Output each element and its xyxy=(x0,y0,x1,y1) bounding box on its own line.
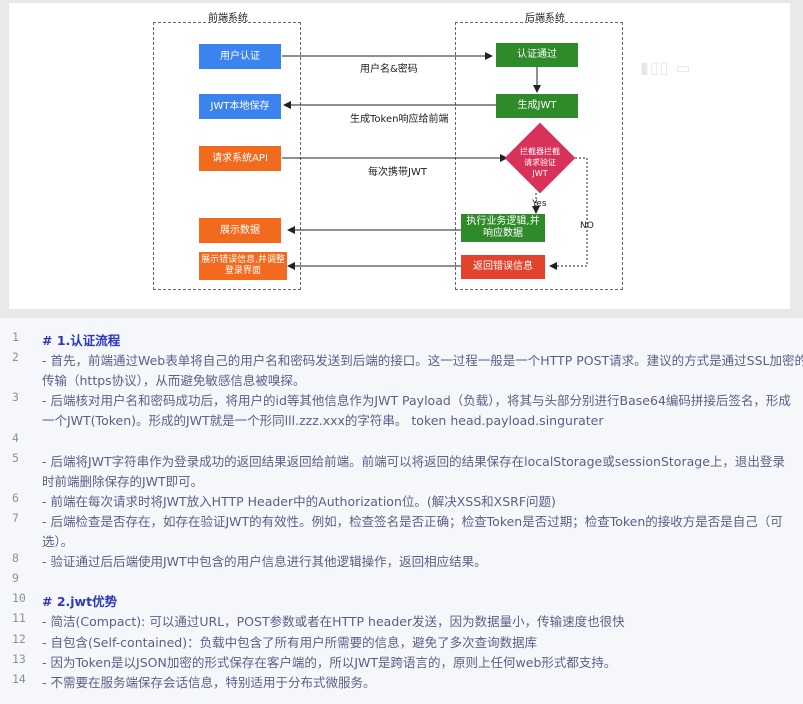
code-line: 传输（https协议），从而避免敏感信息被嗅探。 xyxy=(0,370,803,390)
node-show-data: 展示数据 xyxy=(199,218,281,243)
line-text: # 1.认证流程 xyxy=(42,333,121,348)
line-number: 11 xyxy=(12,611,26,626)
line-text: 一个JWT(Token)。形成的JWT就是一个形同lll.zzz.xxx的字符串… xyxy=(42,413,604,429)
arrow-no xyxy=(549,157,588,270)
node-auth-pass: 认证通过 xyxy=(496,43,578,67)
code-line: 时前端删除保存的JWT即可。 xyxy=(0,471,803,491)
code-line: 一个JWT(Token)。形成的JWT就是一个形同lll.zzz.xxx的字符串… xyxy=(0,410,803,430)
code-line: 5 - 后端将JWT字符串作为登录成功的返回结果返回给前端。前端可以将返回的结果保… xyxy=(0,451,803,471)
line-text: - 前端在每次请求时将JWT放入HTTP Header中的Authorizati… xyxy=(42,493,556,509)
frontend-system-box xyxy=(153,22,301,290)
edge-label-no: NO xyxy=(580,221,594,231)
line-text: - 后端检查是否存在，如存在验证JWT的有效性。例如，检查签名是否正确；检查To… xyxy=(42,513,783,529)
node-interceptor-decision: 拦截器拦截请求验证JWT xyxy=(504,122,576,194)
frontend-system-title: 前端系统 xyxy=(208,13,248,24)
line-text: # 2.jwt优势 xyxy=(42,594,118,610)
line-text: - 不需要在服务端保存会话信息，特别适用于分布式微服务。 xyxy=(42,674,376,690)
code-line: 7 - 后端检查是否存在，如存在验证JWT的有效性。例如，检查签名是否正确；检查T… xyxy=(0,511,803,531)
line-number: 13 xyxy=(12,651,26,666)
line-text: - 首先，前端通过Web表单将自己的用户名和密码发送到后端的接口。这一过程一般是… xyxy=(42,353,803,369)
code-panel: 1 # 1.认证流程 2 - 首先，前端通过Web表单将自己的用户名和密码发送到后端的… xyxy=(0,318,803,704)
line-number: 7 xyxy=(12,510,19,525)
edge-label-username-password: 用户名&密码 xyxy=(360,64,418,75)
code-line: 8 - 验证通过后后端使用JWT中包含的用户信息进行其他逻辑操作，返回相应结果。 xyxy=(0,551,803,571)
line-number: 2 xyxy=(12,350,19,365)
code-line: 14 - 不需要在服务端保存会话信息，特别适用于分布式微服务。 xyxy=(0,672,803,692)
line-number: 9 xyxy=(12,571,19,586)
line-number: 3 xyxy=(12,390,19,405)
line-number: 1 xyxy=(12,330,19,344)
node-user-auth: 用户认证 xyxy=(199,44,281,69)
watermark-mark: ▮▯▯ ▭ xyxy=(640,58,692,77)
node-show-error: 展示错误信息,并调整登录界面 xyxy=(199,252,287,280)
code-line: 13 - 因为Token是以JSON加密的形式保存在客户端的，所以JWT是跨语言的… xyxy=(0,652,803,672)
line-text: 时前端删除保存的JWT即可。 xyxy=(42,473,204,489)
edge-label-yes: Yes xyxy=(532,199,547,209)
code-line: 12 - 自包含(Self-contained)：负载中包含了所有用户所需要的信息… xyxy=(0,632,803,652)
line-text: 选）。 xyxy=(42,534,74,549)
line-number: 5 xyxy=(12,450,19,465)
code-heading-line: 1 # 1.认证流程 xyxy=(0,330,803,350)
line-text: - 因为Token是以JSON加密的形式保存在客户端的，所以JWT是跨语言的，原… xyxy=(42,654,617,670)
code-line: 11 - 简洁(Compact): 可以通过URL，POST参数或者在HTTP h… xyxy=(0,611,803,631)
code-line: 6 - 前端在每次请求时将JWT放入HTTP Header中的Authorizat… xyxy=(0,491,803,511)
line-number: 14 xyxy=(12,671,26,686)
line-text: - 后端将JWT字符串作为登录成功的返回结果返回给前端。前端可以将返回的结果保存… xyxy=(42,453,785,469)
backend-system-box xyxy=(455,22,623,290)
edge-label-carry-jwt: 每次携带JWT xyxy=(368,167,427,178)
flow-arrows xyxy=(282,52,588,270)
interceptor-label: 拦截器拦截请求验证JWT xyxy=(520,147,560,178)
line-number: 6 xyxy=(12,490,19,505)
line-number: 12 xyxy=(12,631,26,646)
node-jwt-local-save: JWT本地保存 xyxy=(199,94,281,119)
line-number: 4 xyxy=(12,430,19,445)
node-return-error: 返回错误信息 xyxy=(461,255,545,279)
backend-system-title: 后端系统 xyxy=(525,13,565,24)
code-heading-line: 10 # 2.jwt优势 xyxy=(0,591,803,611)
line-text: - 验证通过后后端使用JWT中包含的用户信息进行其他逻辑操作，返回相应结果。 xyxy=(42,554,487,570)
node-generate-jwt: 生成JWT xyxy=(496,94,578,118)
line-number: 10 xyxy=(12,591,26,606)
edge-label-token-response: 生成Token响应给前端 xyxy=(350,114,449,125)
code-line: 4 xyxy=(0,431,803,451)
node-request-api: 请求系统API xyxy=(199,146,281,171)
line-text: - 简洁(Compact): 可以通过URL，POST参数或者在HTTP hea… xyxy=(42,614,625,630)
line-text: - 自包含(Self-contained)：负载中包含了所有用户所需要的信息，避… xyxy=(42,634,538,650)
diagram-panel: 前端系统 后端系统 用户认证 JWT本地保存 请求系统API 展示数据 展示错误… xyxy=(0,0,803,318)
code-line: 2 - 首先，前端通过Web表单将自己的用户名和密码发送到后端的接口。这一过程一般… xyxy=(0,350,803,370)
diagram-canvas xyxy=(9,3,790,309)
line-number: 8 xyxy=(12,551,19,566)
code-line: 9 xyxy=(0,571,803,591)
code-line: 3 - 后端核对用户名和密码成功后，将用户的id等其他信息作为JWT Payloa… xyxy=(0,390,803,410)
line-text: - 后端核对用户名和密码成功后，将用户的id等其他信息作为JWT Payload… xyxy=(42,393,791,409)
code-line: 选）。 xyxy=(0,531,803,551)
node-execute-logic: 执行业务逻辑,并响应数据 xyxy=(461,214,545,242)
line-text: 传输（https协议），从而避免敏感信息被嗅探。 xyxy=(42,373,306,389)
